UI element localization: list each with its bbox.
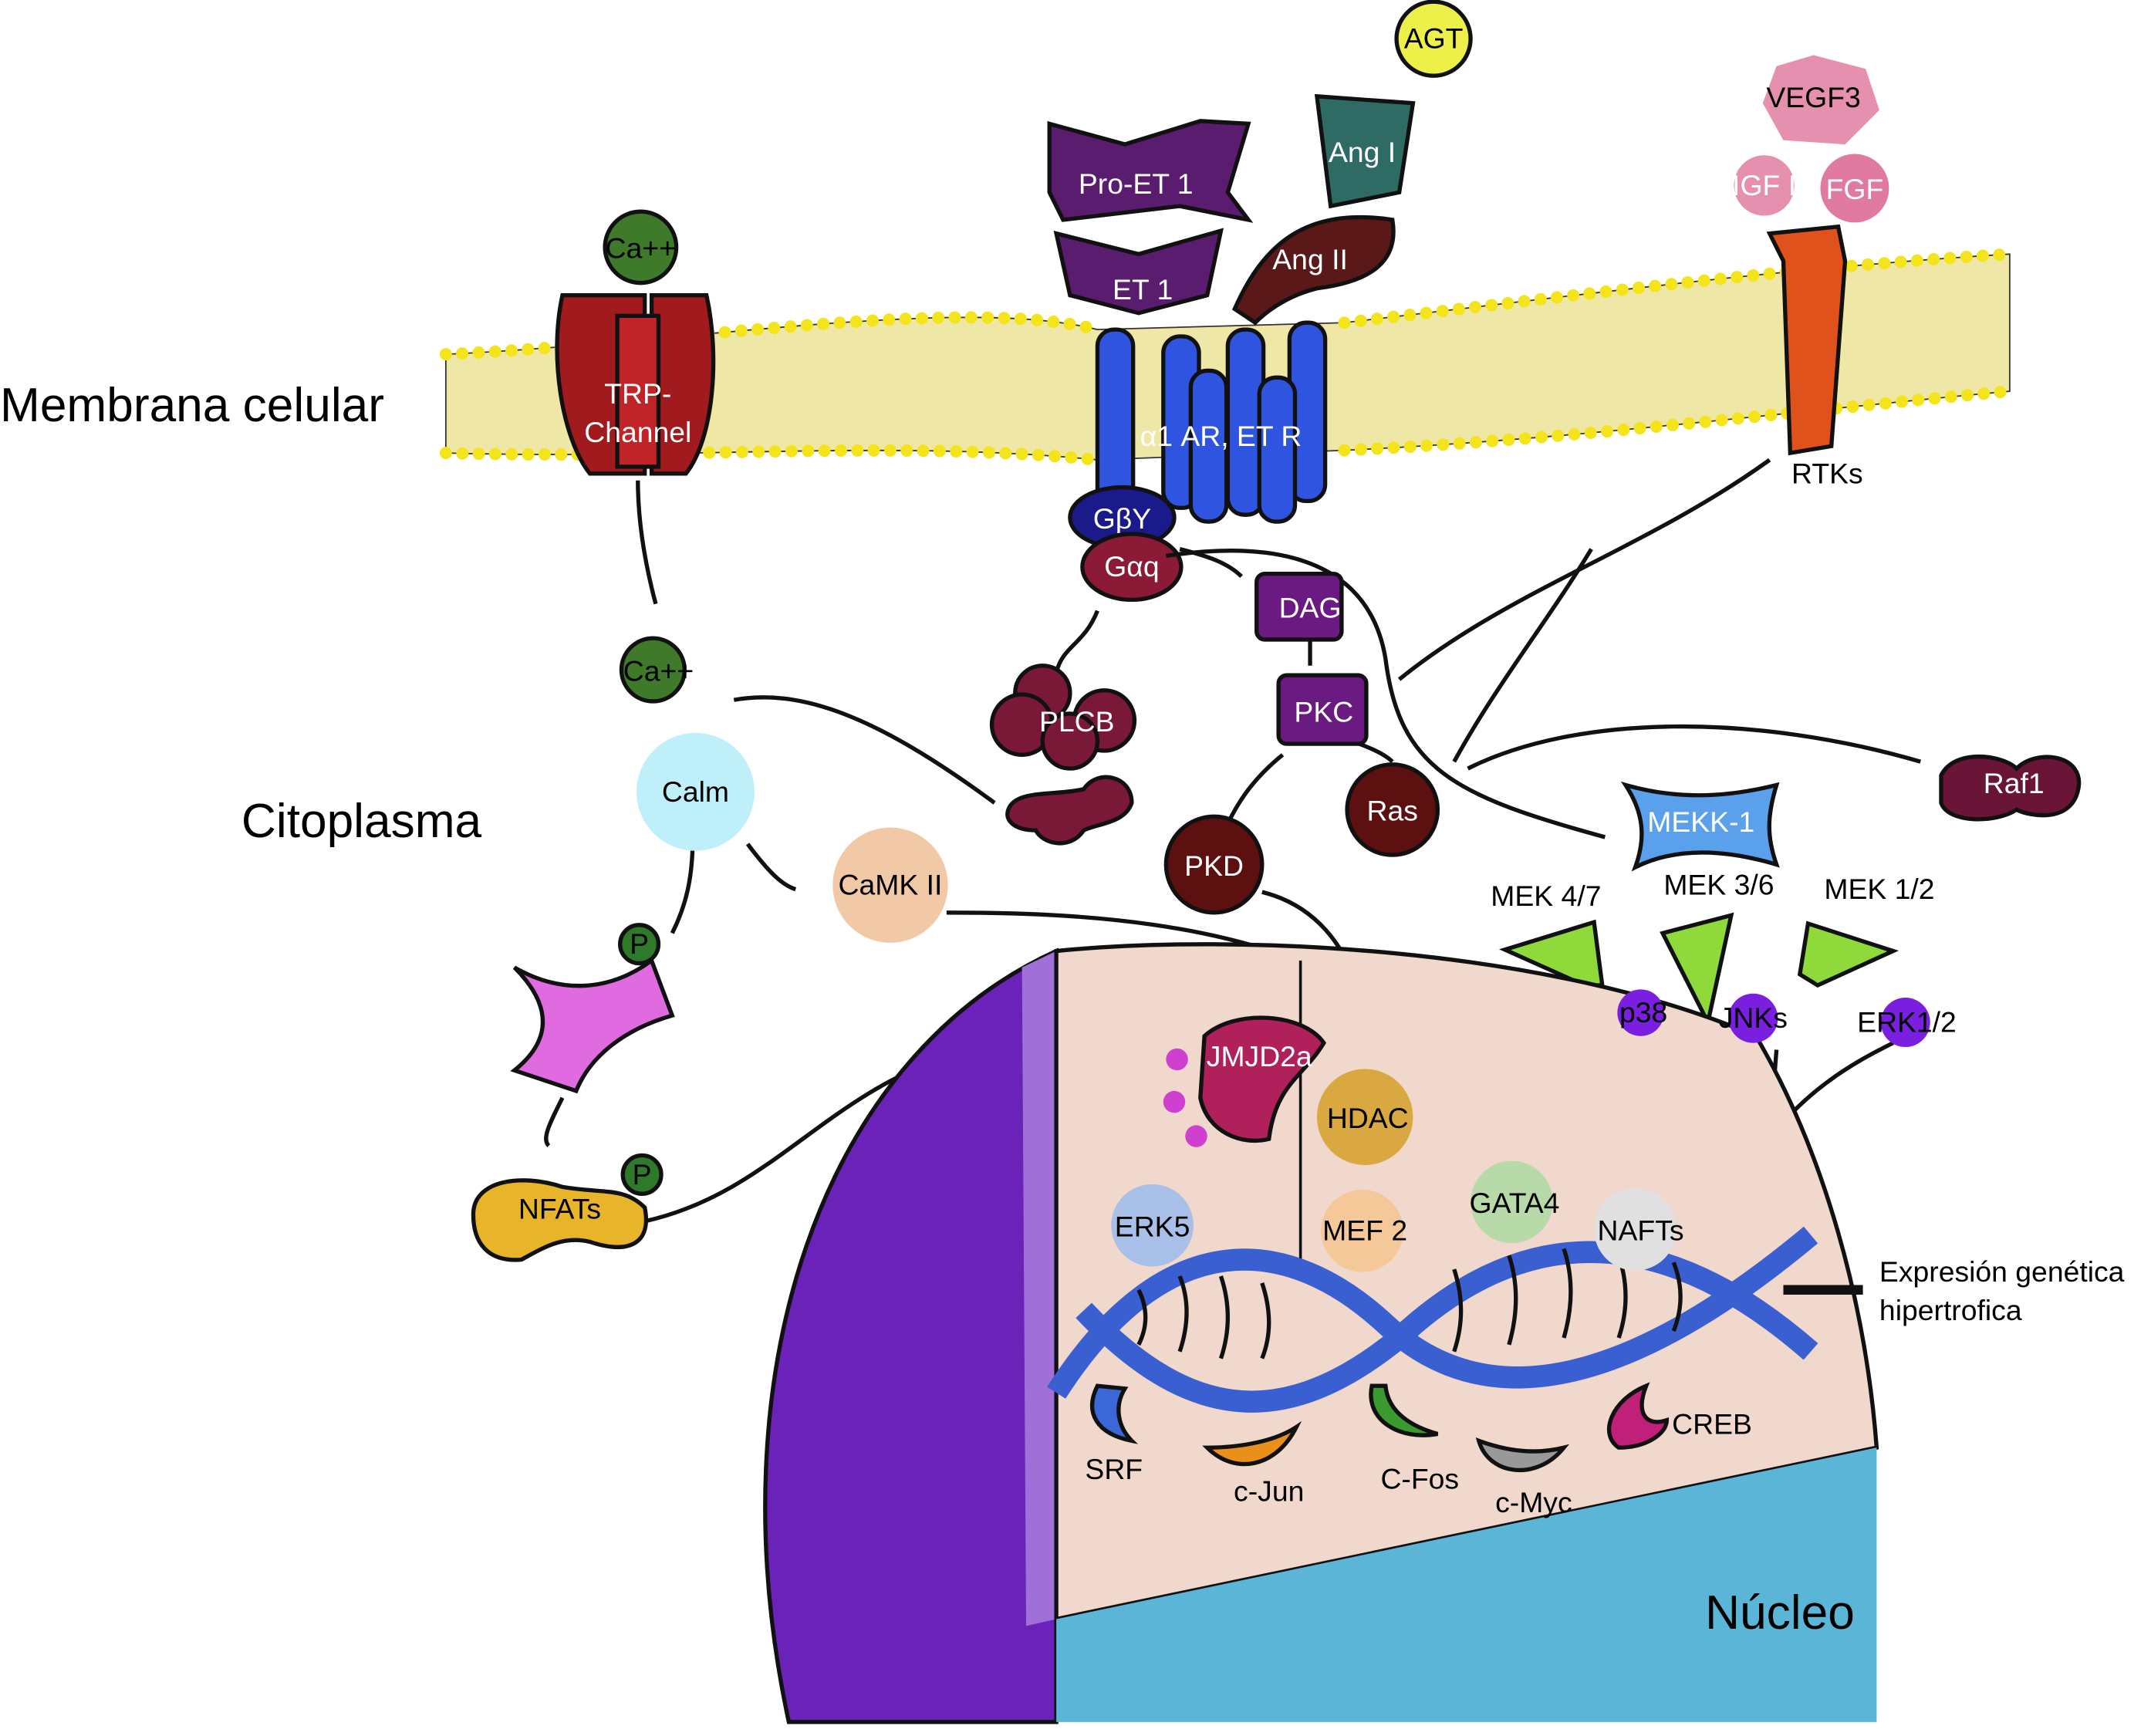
erk5 xyxy=(1111,1184,1194,1267)
output-label-2: hipertrofica xyxy=(1879,1294,2022,1326)
gpcr-receptor xyxy=(1095,320,1328,524)
pkc-label: PKC xyxy=(1294,696,1353,728)
igf1 xyxy=(1734,155,1795,216)
nuclear-dots xyxy=(1163,1048,1207,1147)
nafts-label: NAFTs xyxy=(1598,1214,1684,1247)
phosphate-1-label: P xyxy=(630,927,649,960)
calmodulin xyxy=(637,732,755,851)
erk5-label: ERK5 xyxy=(1115,1210,1190,1242)
mekk1 xyxy=(1620,781,1780,872)
fgf xyxy=(1820,154,1889,223)
srf-label: SRF xyxy=(1085,1453,1143,1485)
ip3-enzyme xyxy=(1005,775,1134,846)
jnks-label: JNKs xyxy=(1719,1001,1788,1034)
phosphate-1 xyxy=(618,923,661,966)
erk12-label: ERK1/2 xyxy=(1857,1005,1957,1038)
plcb xyxy=(989,664,1137,771)
mek12-label: MEK 1/2 xyxy=(1824,873,1934,905)
igf1-label: IGF I xyxy=(1732,169,1796,201)
jnks xyxy=(1728,993,1778,1043)
hdac-label: HDAC xyxy=(1327,1102,1409,1134)
trp-label-2: Channel xyxy=(584,416,691,448)
pkd-label: PKD xyxy=(1184,849,1244,882)
ras-label: Ras xyxy=(1367,795,1418,827)
raf1-label: Raf1 xyxy=(1984,767,2045,799)
calcineurin xyxy=(510,957,675,1094)
angiotensin-2-label: Ang II xyxy=(1272,243,1348,275)
phosphate-2-label: P xyxy=(633,1158,652,1191)
calcium-intracellular xyxy=(619,636,687,704)
rtk-receptor xyxy=(1766,224,1848,456)
calmodulin-label: Calm xyxy=(662,775,729,808)
output-label-1: Expresión genética xyxy=(1879,1255,2125,1288)
angiotensin-1 xyxy=(1314,93,1416,209)
camk2 xyxy=(832,827,948,943)
srf xyxy=(1089,1383,1139,1444)
mekk1-label: MEKK-1 xyxy=(1647,806,1754,838)
endothelin-1 xyxy=(1053,228,1224,316)
creb xyxy=(1606,1382,1670,1450)
agt-label: AGT xyxy=(1404,22,1464,55)
agt xyxy=(1394,0,1473,78)
p38-label: p38 xyxy=(1619,996,1667,1028)
nafts xyxy=(1594,1188,1677,1271)
g-alpha-q-label: Gαq xyxy=(1104,550,1159,583)
pkd xyxy=(1163,814,1265,915)
endothelin-1-label: ET 1 xyxy=(1113,273,1173,306)
c-fos xyxy=(1369,1383,1439,1437)
trp-label-1: TRP- xyxy=(604,377,671,410)
jmjd2a xyxy=(1198,1015,1326,1143)
calcium-extracellular xyxy=(603,209,679,285)
pro-endothelin-1-label: Pro-ET 1 xyxy=(1079,167,1194,200)
dag xyxy=(1254,571,1344,642)
c-jun-label: c-Jun xyxy=(1234,1475,1304,1508)
fgf-label: FGF xyxy=(1826,173,1884,205)
vegf3-label: VEGF3 xyxy=(1766,81,1860,113)
creb-label: CREB xyxy=(1672,1407,1752,1440)
erk12 xyxy=(1880,998,1930,1048)
membrane-label: Membrana celular xyxy=(0,379,384,432)
nfats xyxy=(471,1178,648,1262)
ras xyxy=(1345,762,1440,857)
dag-label: DAG xyxy=(1279,592,1342,624)
p38 xyxy=(1617,989,1664,1036)
mek12 xyxy=(1797,920,1899,988)
c-jun xyxy=(1202,1420,1302,1467)
pro-endothelin-1 xyxy=(1047,119,1254,223)
calcium-intracellular-label: Ca++ xyxy=(623,654,694,687)
g-alpha-q xyxy=(1080,532,1184,603)
g-beta-gamma-label: GβY xyxy=(1093,502,1152,535)
mek47-label: MEK 4/7 xyxy=(1491,880,1601,912)
calcium-extracellular-label: Ca++ xyxy=(606,232,676,265)
pkc xyxy=(1276,673,1369,746)
vegf3 xyxy=(1762,55,1879,145)
dna-double-helix xyxy=(1047,1226,1818,1413)
nucleus-label: Núcleo xyxy=(1705,1586,1855,1640)
mek36-label: MEK 3/6 xyxy=(1663,869,1774,901)
camk2-label: CaMK II xyxy=(839,869,943,901)
cytoplasm-label: Citoplasma xyxy=(241,795,482,848)
gata4-label: GATA4 xyxy=(1470,1187,1560,1219)
phosphate-2 xyxy=(620,1153,664,1196)
mek36 xyxy=(1660,912,1734,1028)
mef2 xyxy=(1321,1189,1403,1272)
mef2-label: MEF 2 xyxy=(1322,1214,1407,1247)
raf1 xyxy=(1939,754,2082,822)
angiotensin-2 xyxy=(1231,214,1396,326)
gpcr-label: α1 AR, ET R xyxy=(1140,420,1302,452)
trp-channel: TRP- Channel xyxy=(555,292,716,476)
c-fos-label: C-Fos xyxy=(1380,1463,1459,1495)
nfats-label: NFATs xyxy=(518,1192,601,1224)
rtk-label: RTKs xyxy=(1791,457,1863,489)
hdac xyxy=(1316,1069,1413,1165)
jmjd2a-label: JMJD2a xyxy=(1207,1040,1312,1072)
c-myc xyxy=(1475,1437,1570,1473)
c-myc-label: c-Myc xyxy=(1495,1486,1572,1518)
angiotensin-1-label: Ang I xyxy=(1329,136,1396,168)
gata4 xyxy=(1471,1160,1553,1244)
plcb-label: PLCB xyxy=(1039,705,1115,738)
